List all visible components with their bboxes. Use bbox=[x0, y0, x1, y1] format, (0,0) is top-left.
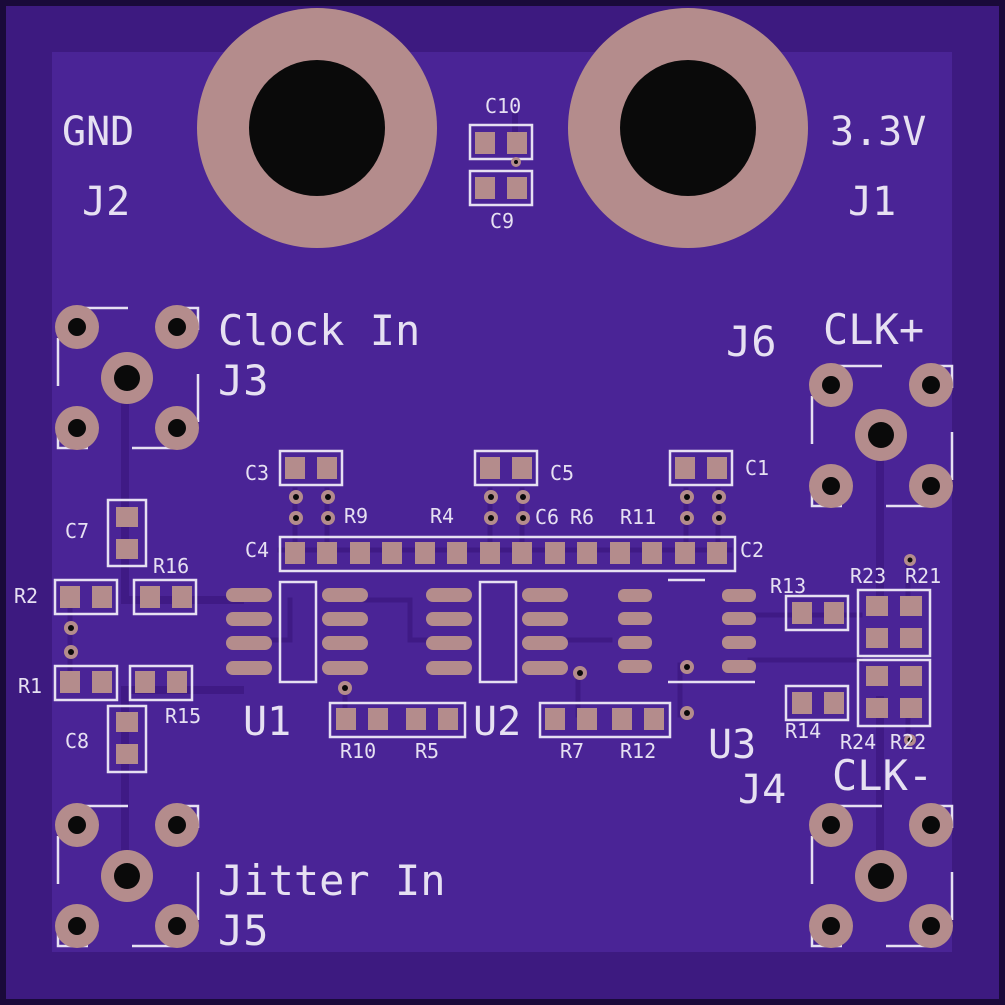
label-j4: J4 bbox=[738, 767, 786, 813]
label-j5: J5 bbox=[218, 906, 269, 955]
label-r16: R16 bbox=[153, 554, 189, 578]
label-c5: C5 bbox=[550, 461, 574, 485]
power-post-j2 bbox=[197, 8, 437, 248]
label-3v3: 3.3V bbox=[830, 109, 926, 155]
label-r13: R13 bbox=[770, 574, 806, 598]
label-r21: R21 bbox=[905, 564, 941, 588]
label-r24: R24 bbox=[840, 730, 876, 754]
vias bbox=[64, 490, 916, 746]
label-clk-plus: CLK+ bbox=[823, 305, 924, 354]
label-r11: R11 bbox=[620, 505, 656, 529]
label-r12: R12 bbox=[620, 739, 656, 763]
connector-j5 bbox=[55, 803, 200, 948]
label-u2: U2 bbox=[473, 699, 521, 745]
label-c1: C1 bbox=[745, 456, 769, 480]
label-r5: R5 bbox=[415, 739, 439, 763]
label-c7: C7 bbox=[65, 519, 89, 543]
label-r1: R1 bbox=[18, 674, 42, 698]
label-r7: R7 bbox=[560, 739, 584, 763]
label-r4: R4 bbox=[430, 504, 454, 528]
label-c2: C2 bbox=[740, 538, 764, 562]
label-u3: U3 bbox=[708, 722, 756, 768]
label-r14: R14 bbox=[785, 719, 821, 743]
smd-parts bbox=[53, 123, 932, 774]
copper-pour bbox=[52, 52, 952, 952]
label-r23: R23 bbox=[850, 564, 886, 588]
connector-j4 bbox=[809, 803, 954, 948]
connector-j3 bbox=[55, 305, 200, 450]
label-c10: C10 bbox=[485, 94, 521, 118]
label-clock-in: Clock In bbox=[218, 306, 420, 355]
label-r10: R10 bbox=[340, 739, 376, 763]
label-u1: U1 bbox=[243, 699, 291, 745]
label-j2: J2 bbox=[82, 179, 130, 225]
label-c6: C6 bbox=[535, 505, 559, 529]
label-c8: C8 bbox=[65, 729, 89, 753]
label-c3: C3 bbox=[245, 461, 269, 485]
ic-u3 bbox=[618, 578, 756, 684]
label-jitter-in: Jitter In bbox=[218, 856, 446, 905]
silkscreen-labels: GND J2 3.3V J1 C10 C9 Clock In J3 J6 CLK… bbox=[14, 94, 941, 955]
label-c9: C9 bbox=[490, 209, 514, 233]
label-c4: C4 bbox=[245, 538, 269, 562]
label-j1: J1 bbox=[848, 179, 896, 225]
ic-u1 bbox=[226, 580, 368, 684]
label-j3: J3 bbox=[218, 356, 269, 405]
label-r9: R9 bbox=[344, 504, 368, 528]
label-r22: R22 bbox=[890, 730, 926, 754]
power-post-j1 bbox=[568, 8, 808, 248]
connector-j6 bbox=[809, 363, 954, 508]
label-r2: R2 bbox=[14, 584, 38, 608]
label-j6: J6 bbox=[726, 317, 777, 366]
label-gnd: GND bbox=[62, 109, 134, 155]
ic-u2 bbox=[426, 580, 568, 684]
label-r15: R15 bbox=[165, 704, 201, 728]
label-r6: R6 bbox=[570, 505, 594, 529]
label-clk-minus: CLK- bbox=[832, 751, 933, 800]
